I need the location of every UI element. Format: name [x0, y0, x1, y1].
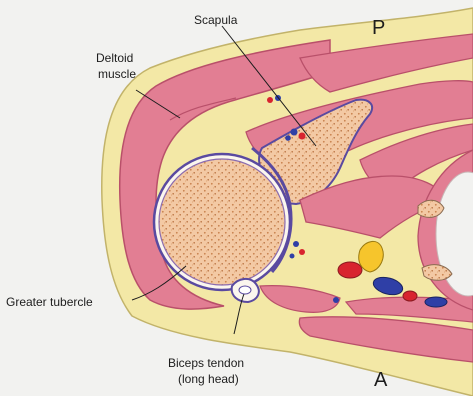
- vessel-scap-3: [285, 135, 291, 141]
- label-biceps-line2: (long head): [178, 372, 239, 386]
- small-vessel-c: [290, 254, 295, 259]
- biceps-tendon-shape: [239, 286, 251, 294]
- label-deltoid-line1: Deltoid: [96, 51, 133, 65]
- vessel-scap-1: [291, 129, 298, 136]
- vessel-post-1: [267, 97, 273, 103]
- small-vessel-a: [293, 241, 299, 247]
- vessel-scap-2: [299, 133, 306, 140]
- label-posterior: P: [372, 17, 385, 39]
- label-anterior: A: [374, 369, 388, 391]
- label-scapula: Scapula: [194, 13, 238, 27]
- label-greater-tubercle: Greater tubercle: [6, 295, 93, 309]
- small-vessel-d: [333, 297, 339, 303]
- small-vessel-b: [299, 249, 305, 255]
- humeral-head: [154, 154, 290, 290]
- vein-small: [425, 297, 447, 307]
- label-deltoid-line2: muscle: [98, 67, 136, 81]
- artery-large: [338, 262, 362, 278]
- artery-small: [403, 291, 417, 301]
- label-biceps-line1: Biceps tendon: [168, 356, 244, 370]
